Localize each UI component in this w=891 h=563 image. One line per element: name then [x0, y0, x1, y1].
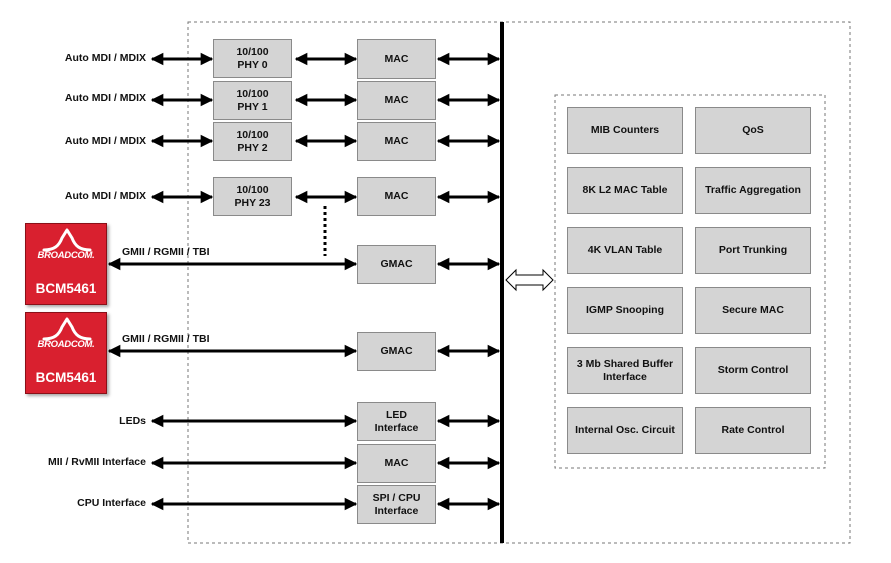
- switch-core-boundary: [187, 21, 851, 544]
- broadcom-logo-icon: [42, 317, 92, 341]
- port-label-1: Auto MDI / MDIX: [64, 92, 146, 104]
- feature-block: Storm Control: [695, 347, 811, 394]
- feature-block: Secure MAC: [695, 287, 811, 334]
- spi-cpu-interface-block: SPI / CPU Interface: [357, 485, 436, 524]
- gmac-block-1: GMAC: [357, 332, 436, 371]
- feature-block: Traffic Aggregation: [695, 167, 811, 214]
- mac-block-3: MAC: [357, 177, 436, 216]
- gmii-label-0: GMII / RGMII / TBI: [122, 246, 210, 258]
- phy-block-3: 10/100 PHY 23: [213, 177, 292, 216]
- misc-label-0: LEDs: [119, 415, 146, 427]
- gmii-label-1: GMII / RGMII / TBI: [122, 333, 210, 345]
- port-label-0: Auto MDI / MDIX: [64, 52, 146, 64]
- phy-block-2: 10/100 PHY 2: [213, 122, 292, 161]
- phy-block-1: 10/100 PHY 1: [213, 81, 292, 120]
- chip-brand: BROADCOM.: [37, 250, 95, 261]
- port-label-3: Auto MDI / MDIX: [64, 190, 146, 202]
- chip-part-number: BCM5461: [35, 281, 97, 296]
- feature-block: Rate Control: [695, 407, 811, 454]
- feature-block: QoS: [695, 107, 811, 154]
- feature-block: Internal Osc. Circuit: [567, 407, 683, 454]
- mac-block-2: MAC: [357, 122, 436, 161]
- feature-block: MIB Counters: [567, 107, 683, 154]
- port-label-2: Auto MDI / MDIX: [64, 135, 146, 147]
- feature-block: 4K VLAN Table: [567, 227, 683, 274]
- feature-block-boundary: [554, 94, 826, 469]
- misc-label-1: MII / RvMII Interface: [47, 456, 146, 468]
- misc-label-2: CPU Interface: [77, 497, 146, 509]
- chip-part-number: BCM5461: [35, 370, 97, 385]
- broadcom-chip-1: BROADCOM. BCM5461: [25, 312, 107, 394]
- feature-block: IGMP Snooping: [567, 287, 683, 334]
- broadcom-chip-0: BROADCOM. BCM5461: [25, 223, 107, 305]
- broadcom-logo-icon: [42, 228, 92, 252]
- mac-block-1: MAC: [357, 81, 436, 120]
- phy-block-0: 10/100 PHY 0: [213, 39, 292, 78]
- led-interface-block: LED Interface: [357, 402, 436, 441]
- feature-block: 8K L2 MAC Table: [567, 167, 683, 214]
- chip-brand: BROADCOM.: [37, 339, 95, 350]
- feature-block: Port Trunking: [695, 227, 811, 274]
- mac-block-0: MAC: [357, 39, 436, 79]
- gmac-block-0: GMAC: [357, 245, 436, 284]
- mii-mac-block: MAC: [357, 444, 436, 483]
- feature-block: 3 Mb Shared Buffer Interface: [567, 347, 683, 394]
- bus-to-features-arrow: [505, 268, 554, 292]
